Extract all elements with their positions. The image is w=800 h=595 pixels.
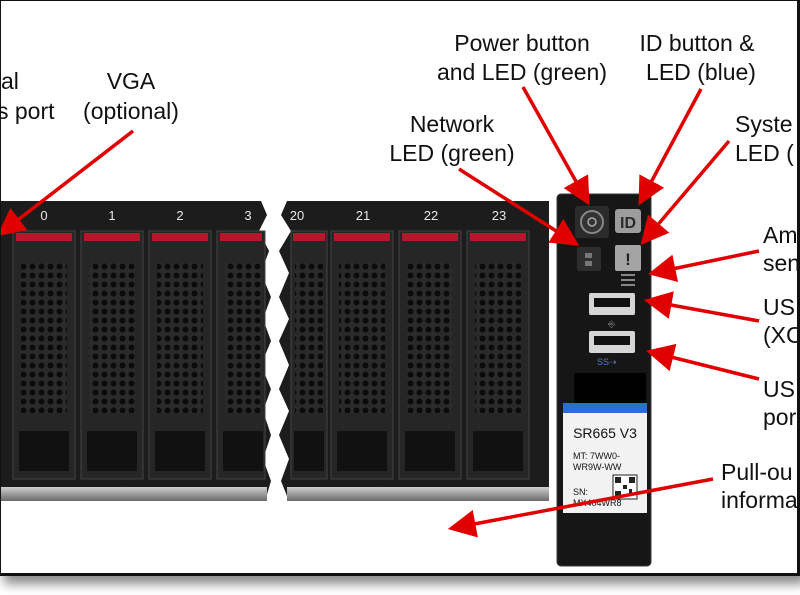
label-serial-port-line1: al [1,68,19,94]
pullout-info-tab[interactable]: SR665 V3 MT: 7WW0- WR9W-WW SN: MX404WR8 [563,403,647,513]
bay-number: 3 [244,208,251,223]
bay-numbers: 0 1 2 3 20 21 22 23 [40,208,506,223]
tag-sn-label: SN: [573,487,588,497]
drive-bays-left [12,230,266,480]
bay-number: 2 [176,208,183,223]
diagram-frame: 0 1 2 3 20 21 22 23 ID ! [0,0,800,576]
bay-number: 22 [424,208,438,223]
vga-blank [574,373,646,403]
label-ambient-line2: sen [763,250,797,276]
bay-number: 0 [40,208,47,223]
drive-bay[interactable] [148,230,212,480]
arrow-ambient [647,249,760,283]
arrow-network [458,167,580,246]
drive-bay[interactable] [466,230,530,480]
callout-labels: al s port VGA (optional) Power button an… [1,30,797,513]
drive-bay[interactable] [398,230,462,480]
label-serial-port-line2: s port [1,98,55,124]
system-error-led: ! [615,245,641,271]
arrow-id [638,88,703,206]
label-pullout-line2: informa [721,487,797,513]
arrow-vga [1,129,135,237]
arrow-usb-port [645,343,760,381]
label-vga-line1: VGA [107,68,156,94]
label-system-line2: LED ( [735,140,794,166]
tag-mt-line2: WR9W-WW [573,462,622,472]
label-power-line1: Power button [454,30,590,56]
drive-bays-right [290,230,530,480]
tag-model: SR665 V3 [573,425,637,441]
label-pullout-line1: Pull-ou [721,459,793,485]
bay-number: 21 [356,208,370,223]
label-network-line1: Network [410,111,495,137]
tag-sn-value: MX404WR8 [573,498,622,508]
label-id-line1: ID button & [639,30,754,56]
bay-number: 1 [108,208,115,223]
label-vga-line2: (optional) [83,98,179,124]
network-icon [585,253,592,266]
drive-bay[interactable] [80,230,144,480]
label-usb-port-line1: US [763,376,795,402]
system-badge: ! [625,250,631,269]
tag-mt-line1: MT: 7WW0- [573,451,620,461]
label-power-line2: and LED (green) [437,59,607,85]
rail-right [287,487,549,501]
drive-bay[interactable] [216,230,266,480]
bay-number: 23 [492,208,506,223]
usb-icon: ⎆ [608,319,616,329]
power-button[interactable] [575,206,609,238]
arrow-system [640,139,731,246]
callout-arrows [1,86,760,538]
arrow-usb-xc [643,291,760,323]
drive-bay[interactable] [12,230,76,480]
label-usb-port-line2: por [763,404,797,430]
drive-bay[interactable] [330,230,394,480]
bay-number: 20 [290,208,304,223]
label-id-line2: LED (blue) [646,59,756,85]
label-ambient-line1: Am [763,222,797,248]
ambient-sensor-vent [621,274,635,286]
usb-ss-icon: SS⇢ [597,357,617,367]
id-badge: ID [620,215,636,232]
rail-left [1,487,267,501]
label-network-line2: LED (green) [389,140,514,166]
usb-port-xclarity[interactable] [589,293,635,315]
operator-panel: ID ! ⎆ SS⇢ SR665 V3 [556,193,652,567]
label-system-line1: Syste [735,111,793,137]
drive-bay[interactable] [290,230,328,480]
usb-port[interactable] [589,331,635,353]
arrow-power [521,86,590,206]
label-usb-xc-line1: US [763,294,795,320]
label-usb-xc-line2: (XC [763,322,797,348]
network-led [577,247,601,271]
server-front-diagram: 0 1 2 3 20 21 22 23 ID ! [1,30,797,567]
id-button[interactable]: ID [615,209,641,233]
arrow-pullout [447,477,714,538]
